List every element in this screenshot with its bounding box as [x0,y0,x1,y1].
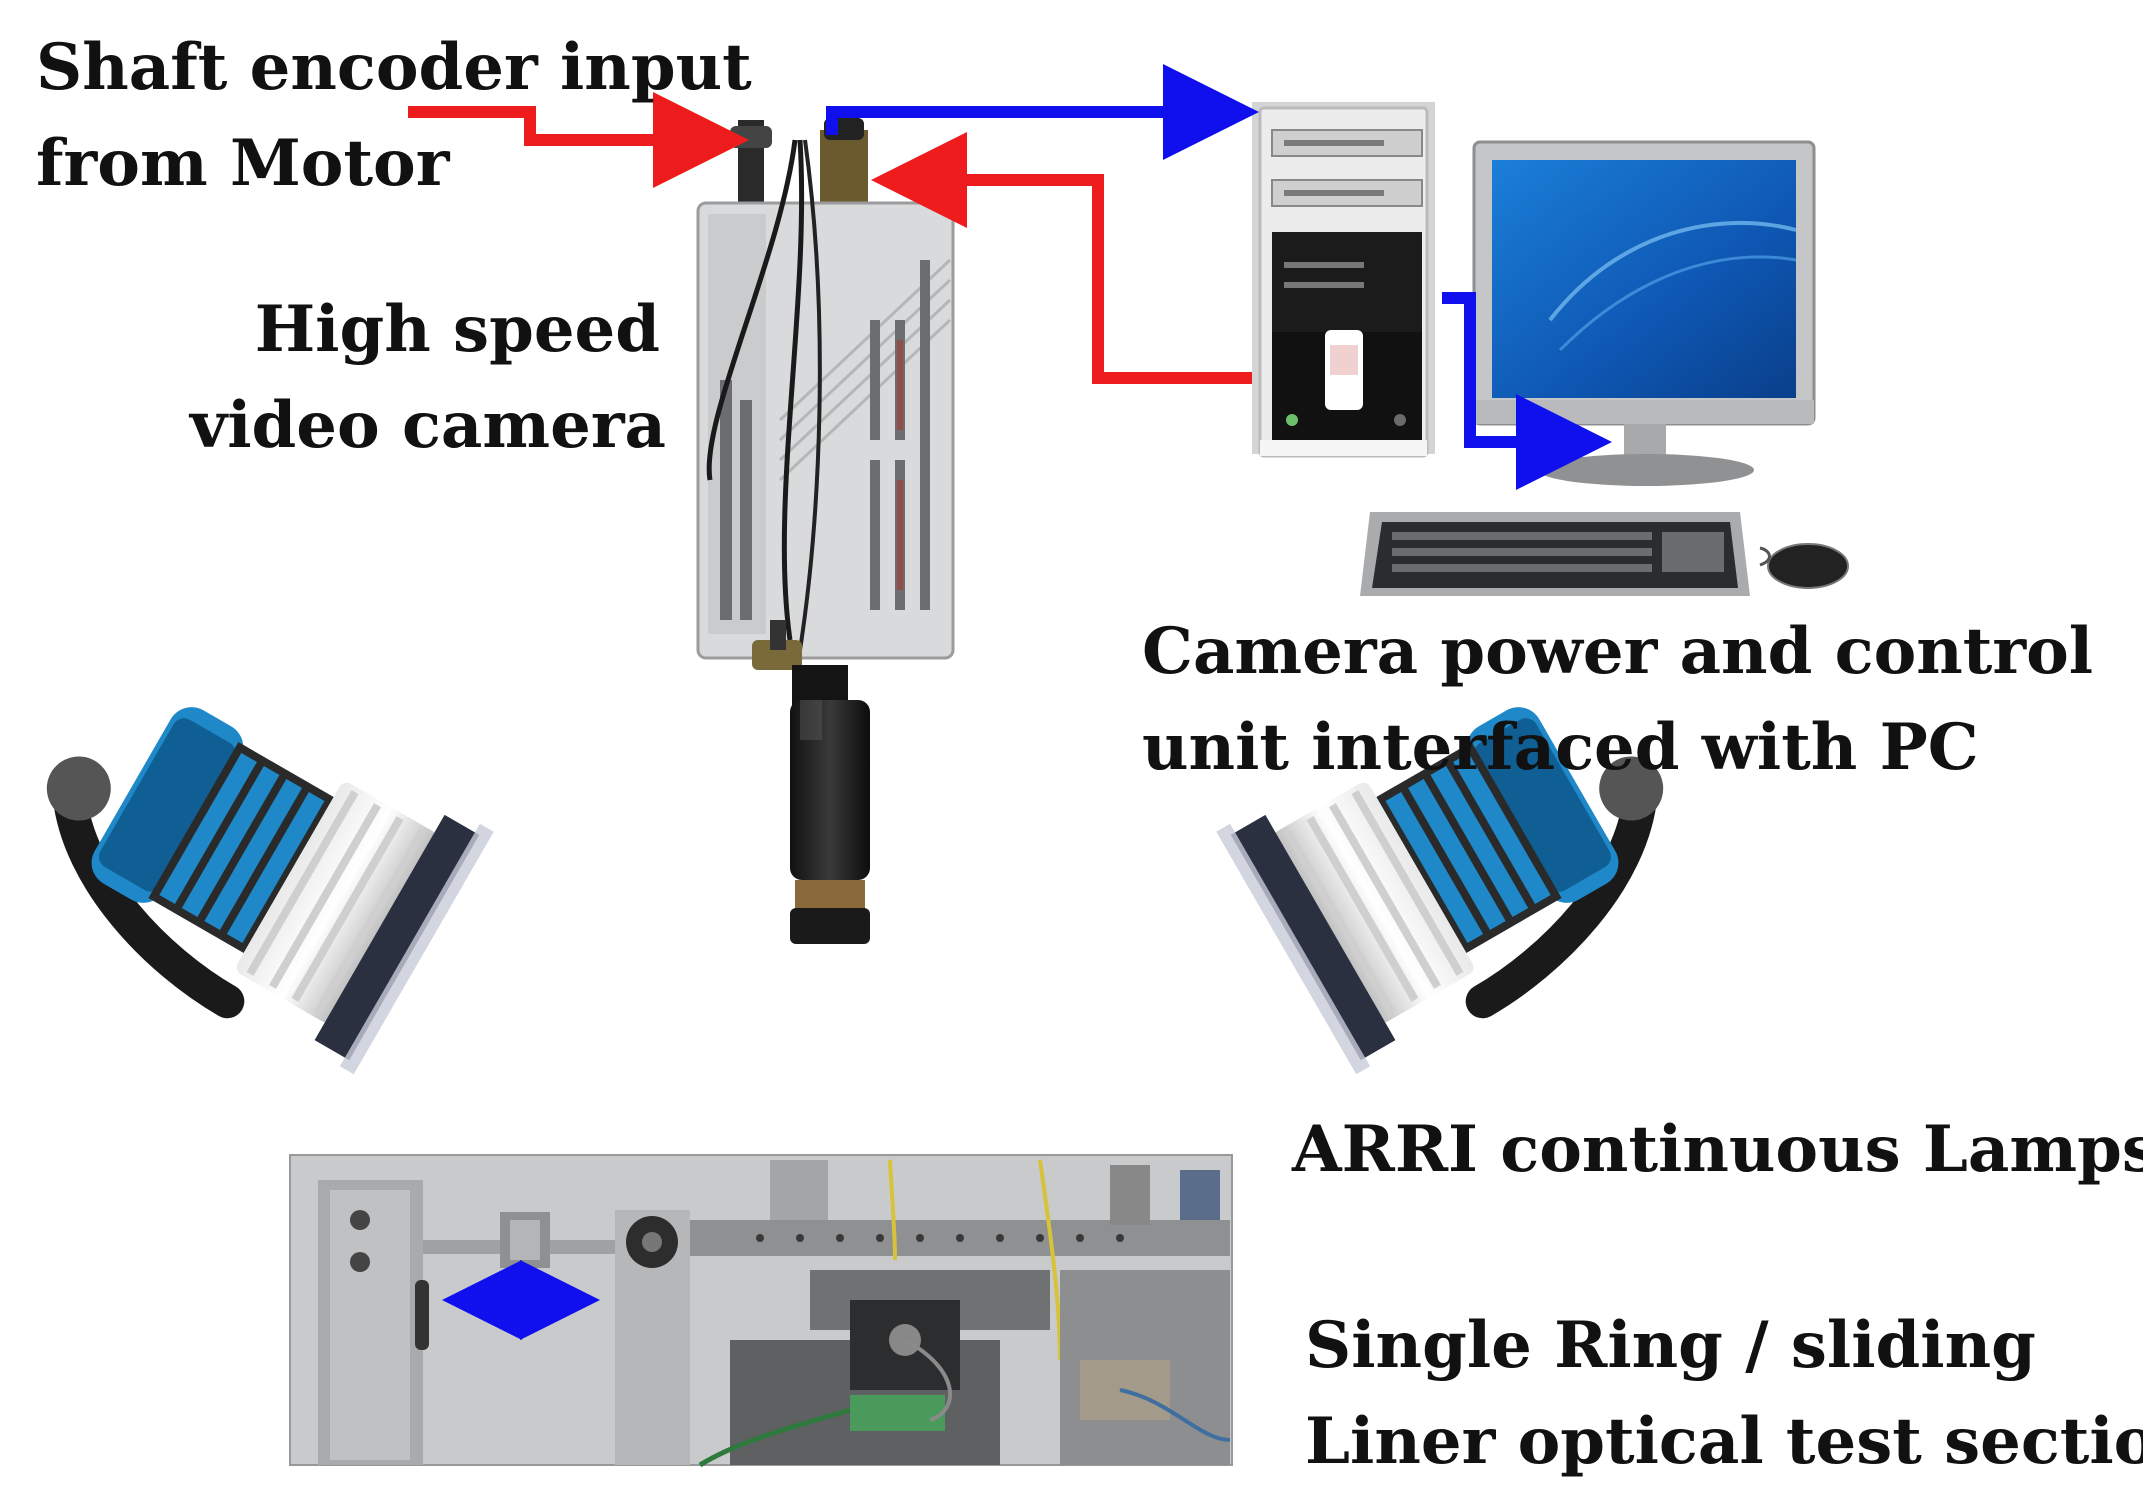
control-to-camera-arrow [871,132,1252,384]
camera-label: High speed video camera [190,282,666,474]
test-section-label: Single Ring / sliding Liner optical test… [1305,1298,2143,1490]
arri-lamp-left [46,707,494,1075]
control-unit-label: Camera power and control unit interfaced… [1142,604,2093,796]
camera-label-line2: video camera [190,388,666,463]
arri-lamp-right [1216,707,1664,1075]
shaft-encoder-label: Shaft encoder input from Motor [36,20,752,212]
test-section-photo [289,1154,1233,1468]
pc-to-monitor-arrow [1442,292,1612,490]
lamps-label-line1: ARRI continuous Lamps [1292,1112,2143,1187]
camera-label-line1: High speed [254,292,660,367]
pc-tower [1252,102,1435,458]
keyboard [1360,512,1750,596]
encoder-signal-arrow [408,92,749,188]
test-section-label-line2: Liner optical test section [1305,1404,2143,1479]
control-unit-label-line2: unit interfaced with PC [1142,710,1979,785]
high-speed-camera [696,118,955,944]
control-unit-label-line1: Camera power and control [1142,614,2094,689]
camera-to-pc-arrow [826,64,1259,160]
test-section-label-line1: Single Ring / sliding [1305,1308,2036,1383]
shaft-encoder-label-line2: from Motor [36,126,450,201]
pc-monitor [1472,140,1816,486]
lamps-label: ARRI continuous Lamps [1292,1102,2143,1198]
mouse [1759,543,1849,589]
shaft-encoder-label-line1: Shaft encoder input [36,30,752,105]
